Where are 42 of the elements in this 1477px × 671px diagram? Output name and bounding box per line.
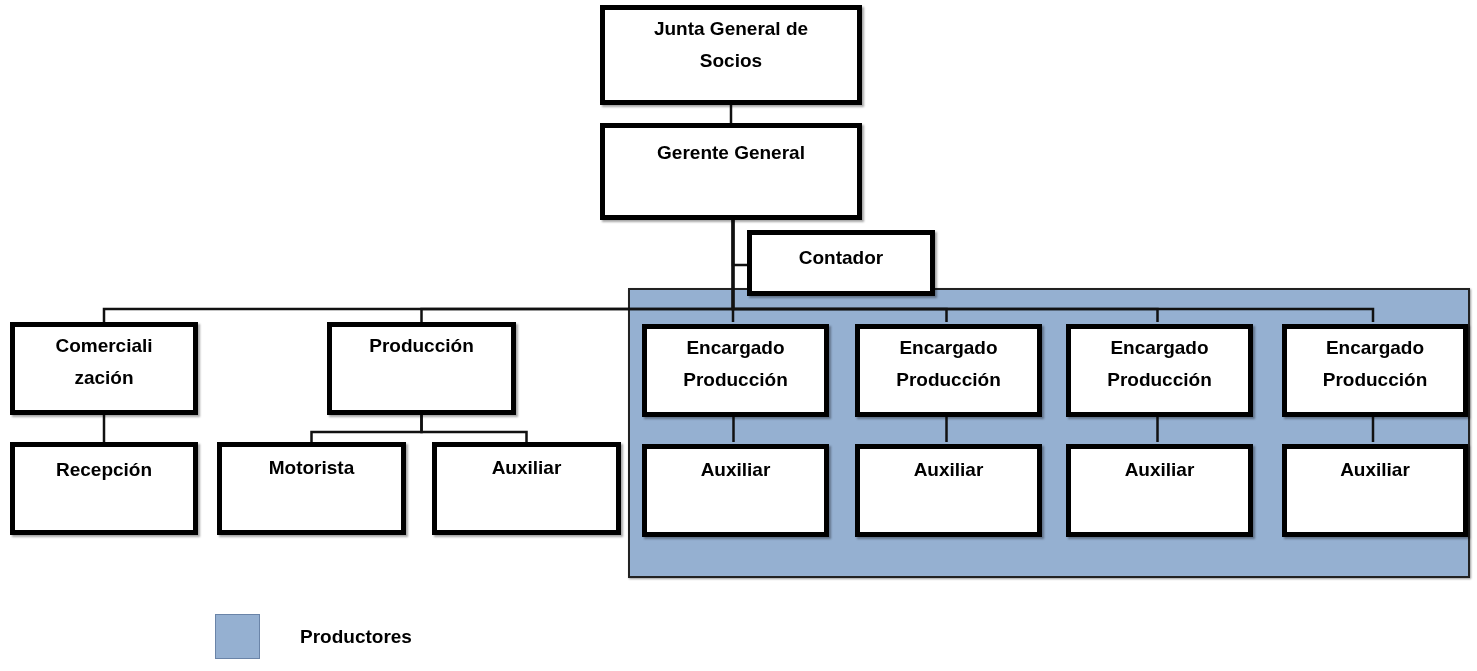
position-box <box>10 322 198 415</box>
position-box <box>600 5 862 105</box>
position-title: Motorista <box>267 456 356 480</box>
position-box <box>642 444 829 537</box>
position-box <box>642 324 829 417</box>
group-band <box>628 288 1470 578</box>
position-box <box>1066 444 1253 537</box>
position-title: Contador <box>797 246 885 270</box>
position-box <box>10 442 198 535</box>
position-box <box>327 322 516 415</box>
position-title: Auxiliar <box>1339 458 1411 482</box>
position-box <box>855 444 1042 537</box>
position-title: Auxiliar <box>912 458 985 482</box>
position-title: Encargado Producción <box>682 336 789 392</box>
position-title: Producción <box>368 334 475 358</box>
connector-line <box>1371 415 1375 442</box>
position-title: Gerente General <box>656 141 806 165</box>
connector-line <box>945 415 948 442</box>
position-title: Auxiliar <box>699 458 772 482</box>
position-title: Comerciali zación <box>54 334 154 390</box>
position-box <box>747 230 935 296</box>
connector-line <box>102 415 106 442</box>
position-box <box>600 123 862 220</box>
position-box <box>432 442 621 535</box>
connector-line <box>729 105 733 123</box>
position-box <box>1066 324 1253 417</box>
connector-line <box>731 220 1375 322</box>
connector-line <box>732 415 735 442</box>
position-title: Encargado Producción <box>1321 336 1429 392</box>
position-title: Encargado Producción <box>1106 336 1213 392</box>
position-box <box>217 442 406 535</box>
connector-line <box>420 415 528 442</box>
legend-label: Productores <box>300 625 412 648</box>
position-box <box>1282 444 1468 537</box>
position-box <box>855 324 1042 417</box>
connector-line <box>1156 415 1159 442</box>
position-box <box>1282 324 1468 417</box>
position-title: Junta General de Socios <box>652 17 810 73</box>
position-title: Auxiliar <box>490 456 563 480</box>
position-title: Auxiliar <box>1123 458 1196 482</box>
position-title: Encargado Producción <box>895 336 1002 392</box>
position-title: Recepción <box>54 458 154 482</box>
